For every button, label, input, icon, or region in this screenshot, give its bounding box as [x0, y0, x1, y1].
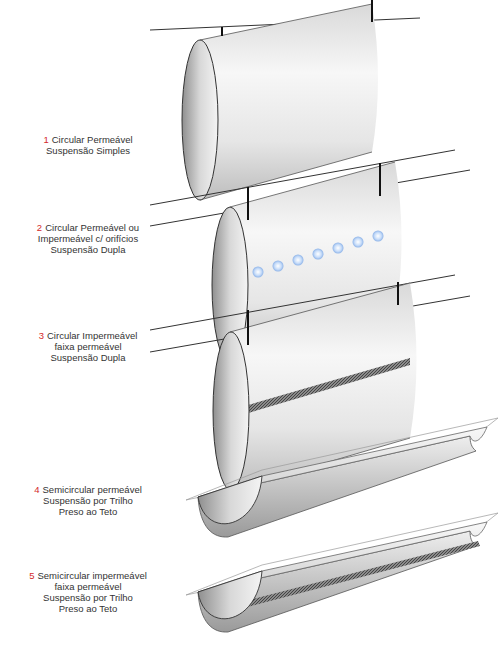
duct-caption: 2Circular Permeável ouImpermeável c/ ori… [3, 222, 173, 255]
caption-line: Suspensão Dupla [3, 352, 173, 363]
caption-line: faixa permeável [3, 341, 173, 352]
duct-caption: 5 Semicircular impermeávelfaixa permeável… [3, 570, 173, 614]
callout-number: 3 [39, 330, 44, 341]
semicircular-duct [186, 513, 498, 632]
caption-text: Suspensão Dupla [51, 244, 126, 255]
duct-caption: 4 Semicircular permeávelSuspensão por Tri… [3, 484, 173, 517]
caption-text: Semicircular impermeável [38, 570, 147, 581]
caption-text: Suspensão por Trilho [43, 495, 133, 506]
caption-text: Semicircular permeável [43, 484, 142, 495]
caption-line: 5 Semicircular impermeável [3, 570, 173, 581]
duct-caption: 1 Circular PermeávelSuspensão Simples [3, 134, 173, 156]
caption-text: faixa permeável [54, 341, 121, 352]
caption-line: Preso ao Teto [3, 506, 173, 517]
callout-number: 4 [34, 484, 39, 495]
callout-number: 2 [37, 222, 42, 233]
caption-line: 1 Circular Permeável [3, 134, 173, 145]
caption-text: Circular Permeável [52, 134, 133, 145]
caption-text: Suspensão Dupla [51, 352, 126, 363]
duct-caption: 3Circular Impermeávelfaixa permeávelSusp… [3, 330, 173, 363]
caption-text: faixa permeável [54, 581, 121, 592]
caption-line: Impermeável c/ orifícios [3, 233, 173, 244]
caption-line: Suspensão por Trilho [3, 495, 173, 506]
caption-text: Preso ao Teto [59, 506, 117, 517]
caption-text: Circular Permeável ou [45, 222, 139, 233]
callout-number: 5 [29, 570, 34, 581]
caption-text: Suspensão por Trilho [43, 592, 133, 603]
caption-line: 4 Semicircular permeável [3, 484, 173, 495]
caption-line: Suspensão Simples [3, 145, 173, 156]
caption-line: faixa permeável [3, 581, 173, 592]
orifice-row [253, 231, 384, 278]
caption-text: Circular Impermeável [47, 330, 137, 341]
caption-line: 2Circular Permeável ou [3, 222, 173, 233]
caption-line: Suspensão por Trilho [3, 592, 173, 603]
caption-line: Preso ao Teto [3, 603, 173, 614]
caption-line: Suspensão Dupla [3, 244, 173, 255]
caption-line: 3Circular Impermeável [3, 330, 173, 341]
caption-text: Preso ao Teto [59, 603, 117, 614]
caption-text: Impermeável c/ orifícios [38, 233, 138, 244]
semicircular-duct [186, 418, 498, 537]
callout-number: 1 [43, 134, 48, 145]
caption-text: Suspensão Simples [46, 145, 130, 156]
